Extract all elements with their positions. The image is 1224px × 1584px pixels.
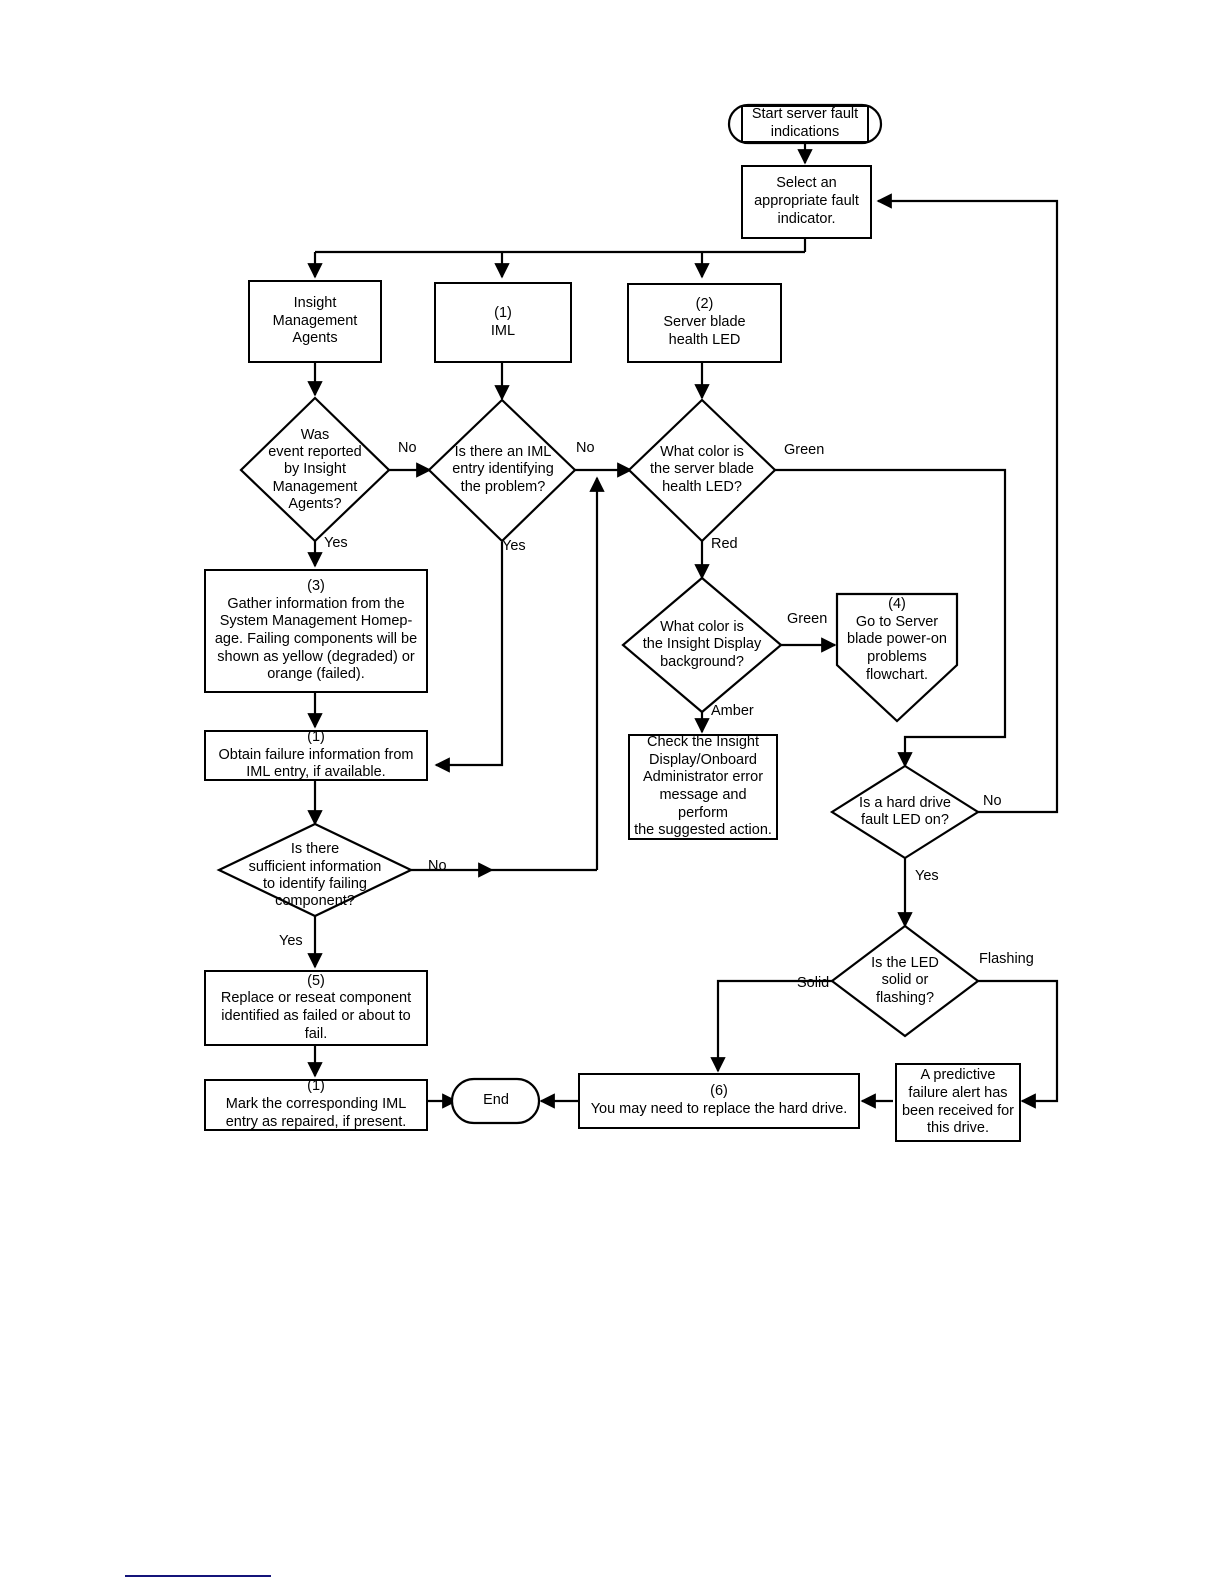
diamond-q-event-reported [239, 396, 391, 543]
node-replace-hdd-label: (6) You may need to replace the hard dri… [590, 1083, 848, 1117]
node-replace-hdd: (6) You may need to replace the hard dri… [578, 1073, 860, 1129]
edge-label-event-reported-yes: Yes [324, 535, 348, 551]
diamond-q-led-solid-flashing [830, 924, 980, 1038]
diamond-q-led-color [627, 398, 777, 543]
edge-q-solid-flashing [978, 979, 1059, 1109]
node-predictive-alert: A predictive failure alert has been rece… [895, 1063, 1021, 1142]
edge-label-iml-entry-yes: Yes [502, 538, 526, 554]
edge-q-hdd-no [876, 193, 1059, 814]
node-insight-agents-label: Insight Management Agents [272, 294, 358, 347]
edge-label-led-solid: Solid [797, 975, 830, 991]
node-gather-info: (3) Gather information from the System M… [204, 569, 428, 693]
node-iml-label: (1) IML [490, 304, 516, 339]
node-predictive-alert-label: A predictive failure alert has been rece… [901, 1067, 1015, 1137]
footer-divider [125, 1575, 271, 1577]
edge-label-led-flashing: Flashing [979, 951, 1034, 967]
node-replace-component-label: (5) Replace or reseat component identifi… [220, 972, 412, 1042]
node-mark-iml-repaired-label: (1) Mark the corresponding IML entry as … [225, 1078, 407, 1130]
edge-q-imlentry-yes-to-obtain [434, 542, 504, 773]
edge-label-sufficient-info-no: No [428, 858, 447, 874]
node-mark-iml-repaired: (1) Mark the corresponding IML entry as … [204, 1078, 428, 1131]
edge-label-hdd-fault-yes: Yes [915, 868, 939, 884]
edge-label-sufficient-info-yes: Yes [279, 933, 303, 949]
node-health-led-label: (2) Server blade health LED [663, 296, 746, 348]
edge-label-led-color-red: Red [711, 536, 738, 552]
edge-label-insight-bg-amber: Amber [711, 703, 754, 719]
node-start: Start server fault indications [741, 105, 869, 143]
node-obtain-failure-info-label: (1) Obtain failure information from IML … [218, 728, 414, 781]
node-end: End [452, 1079, 540, 1123]
edge-label-hdd-fault-no: No [983, 793, 1002, 809]
edge-label-insight-bg-green: Green [787, 611, 828, 627]
node-health-led: (2) Server blade health LED [627, 283, 782, 363]
node-check-insight-display-label: Check the Insight Display/Onboard Admini… [634, 733, 772, 839]
edge-label-led-color-green: Green [784, 442, 825, 458]
pentagon-goto-poweron [835, 592, 959, 723]
node-end-label: End [483, 1092, 509, 1109]
node-select-indicator-label: Select an appropriate fault indicator. [754, 175, 859, 227]
node-insight-agents: Insight Management Agents [248, 280, 382, 363]
terminator-end-outline [450, 1077, 541, 1125]
edge-q-ledcolor-green [775, 468, 1007, 768]
node-obtain-failure-info: (1) Obtain failure information from IML … [204, 728, 428, 781]
edge-label-iml-entry-no: No [576, 440, 595, 456]
node-iml: (1) IML [434, 282, 572, 363]
node-gather-info-label: (3) Gather information from the System M… [214, 577, 418, 683]
node-check-insight-display: Check the Insight Display/Onboard Admini… [628, 734, 778, 840]
node-start-label: Start server fault indications [751, 106, 859, 140]
node-select-indicator: Select an appropriate fault indicator. [741, 165, 872, 239]
diamond-q-insight-display-bg [621, 576, 783, 714]
node-replace-component: (5) Replace or reseat component identifi… [204, 970, 428, 1046]
diamond-q-iml-entry [427, 398, 577, 543]
diamond-q-sufficient-info [216, 822, 414, 918]
edge-label-event-reported-no: No [398, 440, 417, 456]
edge-q-solid-solid [710, 979, 832, 1073]
diamond-q-hdd-fault-led [829, 764, 981, 860]
